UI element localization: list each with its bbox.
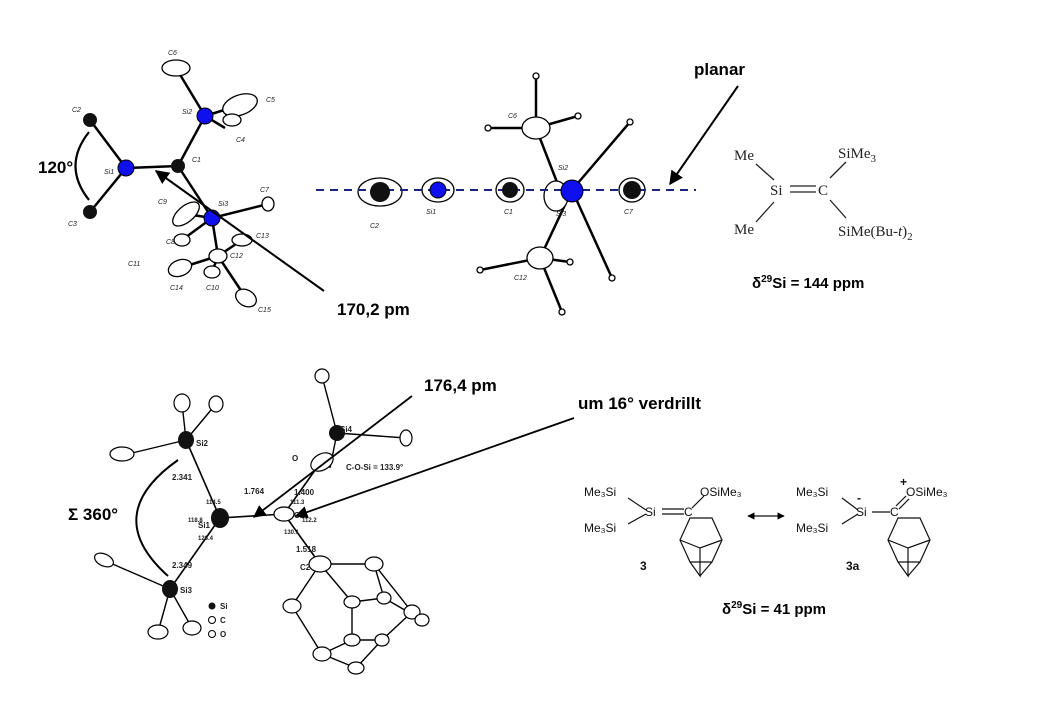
me3si-label: Me₃Si (584, 521, 616, 535)
atom-label: C9 (158, 199, 167, 206)
c-label: C (818, 183, 828, 199)
me-top-label: Me (734, 148, 754, 164)
atom-label: C13 (256, 233, 269, 240)
atom-label: Si2 (196, 439, 209, 448)
twist-label: um 16° verdrillt (578, 394, 702, 413)
bond-length-bottom-label: 176,4 pm (424, 376, 497, 395)
c-label: C (684, 505, 693, 519)
sime-but-label: SiMe(Bu-t)2 (838, 224, 913, 243)
atom-label: C5 (266, 97, 275, 104)
value-label: 1.400 (294, 488, 315, 497)
atom-label: Si3 (556, 211, 566, 218)
atom-label: C1 (504, 209, 513, 216)
angle-label: 114.5 (206, 500, 221, 506)
atom-label: C11 (128, 261, 140, 268)
atom-label: C8 (166, 239, 175, 246)
atom-label: C4 (236, 137, 245, 144)
osime3-label: OSiMe₃ (906, 485, 948, 499)
atom-label: C3 (68, 221, 77, 228)
annotation-label: C-O-Si = 133.9° (346, 463, 403, 472)
nmr-top-label: δ29Si = 144 ppm (752, 274, 865, 292)
bond-length-top-label: 170,2 pm (337, 300, 410, 319)
value-label: 2.349 (172, 561, 193, 570)
ortep-side-view: C6 Si2 C2 Si1 C1 Si3 C7 C12 (316, 72, 739, 316)
atom-label: Si1 (198, 521, 211, 530)
angle-label: 112.2 (302, 518, 317, 524)
angle-arc-bottom (135, 459, 179, 577)
me-bottom-label: Me (734, 222, 754, 238)
angle-label: 118.8 (188, 518, 203, 524)
angle-arc-top (74, 131, 90, 201)
si-label: Si (856, 505, 867, 519)
legend-o: O (220, 630, 226, 639)
atom-label: Si1 (426, 209, 436, 216)
value-label: 2.341 (172, 473, 193, 482)
value-label: 1.764 (244, 487, 265, 496)
c-label: C (890, 505, 899, 519)
compound-3a-label: 3a (846, 559, 860, 573)
planar-label: planar (694, 60, 746, 79)
resonance-scheme: Me₃Si Me₃Si Si C OSiMe₃ 3 Me₃Si Me₃Si Si… (584, 475, 948, 578)
planar-arrow (669, 85, 739, 186)
twist-arrow (294, 417, 575, 519)
atom-label: Si2 (558, 165, 568, 172)
bond-arrow-top (154, 170, 325, 292)
atom-label: C15 (258, 307, 271, 314)
si-label: Si (770, 183, 783, 199)
angle-label: 111.3 (290, 500, 305, 506)
atom-label: C6 (508, 113, 517, 120)
angle-sum-label: Σ 360° (68, 505, 119, 524)
atom-label: Si1 (104, 169, 114, 176)
compound-3-label: 3 (640, 559, 647, 573)
atom-label: C10 (206, 285, 219, 292)
value-label: 1.518 (296, 545, 317, 554)
nmr-bottom-label: δ29Si = 41 ppm (722, 600, 827, 618)
atom-label: Si2 (182, 109, 192, 116)
sime3-label: SiMe3 (838, 146, 877, 165)
atom-label: Si4 (340, 425, 353, 434)
atom-label: C2 (300, 563, 311, 572)
atom-label: C7 (260, 187, 270, 194)
me3si-label: Me₃Si (796, 485, 828, 499)
si-label: Si (645, 505, 656, 519)
atom-label: C2 (370, 223, 379, 230)
angle-120-label: 120° (38, 158, 74, 177)
silene-structure: Me Me Si C SiMe3 SiMe(Bu-t)2 (734, 146, 913, 243)
minus-charge: - (857, 491, 861, 505)
atom-label: C7 (624, 209, 634, 216)
atom-label: C2 (72, 107, 81, 114)
atom-label: C14 (170, 285, 183, 292)
atom-label: C1 (192, 157, 201, 164)
atom-label: O (292, 454, 298, 463)
angle-label: 126.4 (198, 536, 214, 542)
me3si-label: Me₃Si (796, 521, 828, 535)
angle-label: 130.1 (284, 530, 300, 536)
me3si-label: Me₃Si (584, 485, 616, 499)
atom-label: C6 (168, 50, 177, 57)
osime3-label: OSiMe₃ (700, 485, 742, 499)
atom-label: Si3 (218, 201, 228, 208)
legend-si: Si (220, 602, 228, 611)
plus-charge: + (900, 475, 907, 489)
atom-label: C12 (514, 275, 527, 282)
legend-c: C (220, 616, 226, 625)
bond-arrow-bottom (252, 395, 413, 518)
atom-label: Si3 (180, 586, 193, 595)
adamantyl-3 (679, 517, 723, 578)
adamantyl-3a (887, 517, 931, 578)
ortep-top-view: C6 Si2 C5 C2 C4 Si1 C1 C3 C9 Si3 C7 C8 C… (68, 50, 325, 314)
atom-label: C12 (230, 253, 243, 260)
ortep-bottom: Si C O Si2 Si1 Si3 Si4 O C1 C2 2.341 2.3… (93, 368, 575, 675)
